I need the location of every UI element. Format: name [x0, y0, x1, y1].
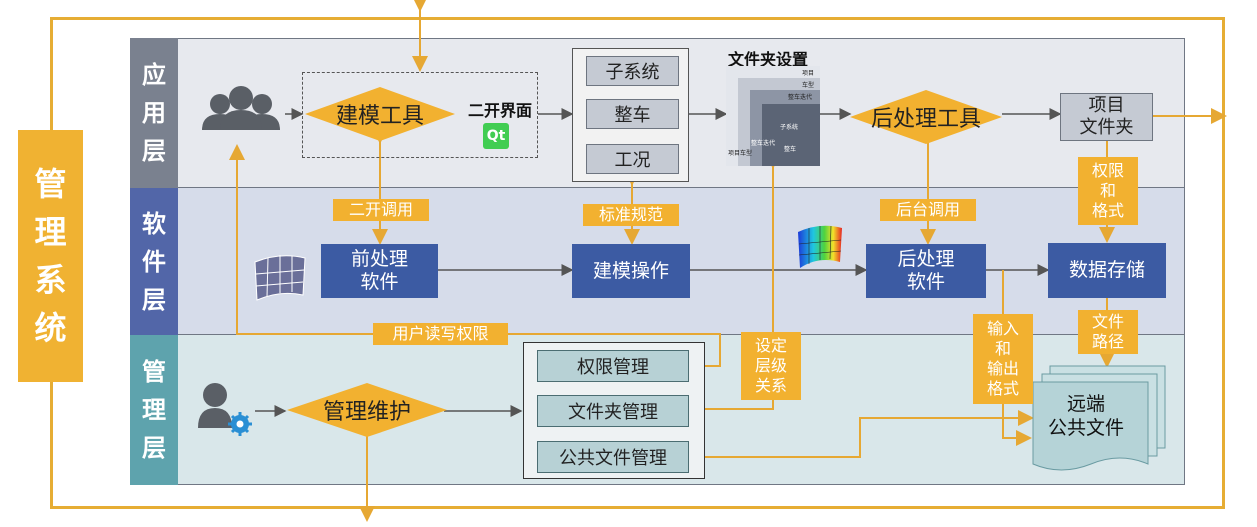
modeling-tool-group — [302, 72, 538, 158]
preprocess-software-box: 前处理 软件 — [321, 244, 438, 298]
modeling-operation-box: 建模操作 — [572, 244, 690, 298]
data-storage-box: 数据存储 — [1048, 243, 1166, 298]
postprocess-software-box: 后处理 软件 — [866, 244, 986, 298]
permission-management-box: 权限管理 — [537, 350, 689, 382]
folder-side-project: 项目 — [728, 150, 741, 157]
folder-settings-title: 文件夹设置 — [728, 50, 809, 69]
folder-management-box: 文件夹管理 — [537, 395, 689, 427]
folder-label-iteration: 整车迭代 — [788, 94, 813, 101]
folder-label-vehicle: 整车 — [784, 146, 797, 153]
qt-logo-icon: Qt — [483, 123, 509, 149]
admin-gear-icon — [198, 383, 252, 436]
public-file-management-box: 公共文件管理 — [537, 441, 689, 473]
layer-label-software: 软件层 — [130, 188, 178, 335]
tag-secondary-dev-call: 二开调用 — [333, 199, 429, 221]
tag-file-path: 文件 路径 — [1078, 310, 1138, 354]
side-title-management-system: 管理系统 — [18, 130, 83, 382]
folder-layer-subsystem — [762, 104, 820, 166]
management-maintenance-diamond: 管理维护 — [322, 400, 411, 425]
remote-files-icon — [1032, 365, 1166, 471]
secondary-dev-ui-label: 二开界面 — [467, 101, 532, 120]
color-mesh-icon — [798, 225, 842, 268]
project-folder-box: 项目 文件夹 — [1060, 93, 1153, 141]
subsystem-item: 子系统 — [586, 56, 679, 86]
layer-label-management: 管理层 — [130, 335, 178, 485]
working-condition-item: 工况 — [586, 144, 679, 174]
mesh-grid-icon — [254, 255, 306, 301]
folder-side-iteration: 整车迭代 — [751, 140, 776, 147]
tag-backend-call: 后台调用 — [880, 199, 976, 221]
tag-standard-spec: 标准规范 — [583, 204, 679, 226]
tag-user-rw-permission: 用户读写权限 — [373, 323, 508, 345]
postprocess-tool-diamond: 后处理工具 — [870, 107, 981, 132]
tag-permission-format: 权限 和 格式 — [1078, 157, 1138, 225]
folder-label-project: 项目 — [802, 70, 815, 77]
layer-label-application: 应用层 — [130, 38, 178, 188]
users-icon — [202, 86, 280, 130]
folder-side-model: 车型 — [740, 150, 753, 157]
full-vehicle-item: 整车 — [586, 99, 679, 129]
remote-public-files-label: 远端 公共文件 — [1047, 393, 1124, 439]
tag-io-format: 输入 和 输出 格式 — [973, 314, 1033, 404]
folder-label-model: 车型 — [802, 82, 815, 89]
tag-set-level-relation: 设定 层级 关系 — [741, 332, 801, 400]
modeling-tool-diamond: 建模工具 — [335, 104, 424, 129]
folder-label-subsystem: 子系统 — [780, 124, 799, 131]
